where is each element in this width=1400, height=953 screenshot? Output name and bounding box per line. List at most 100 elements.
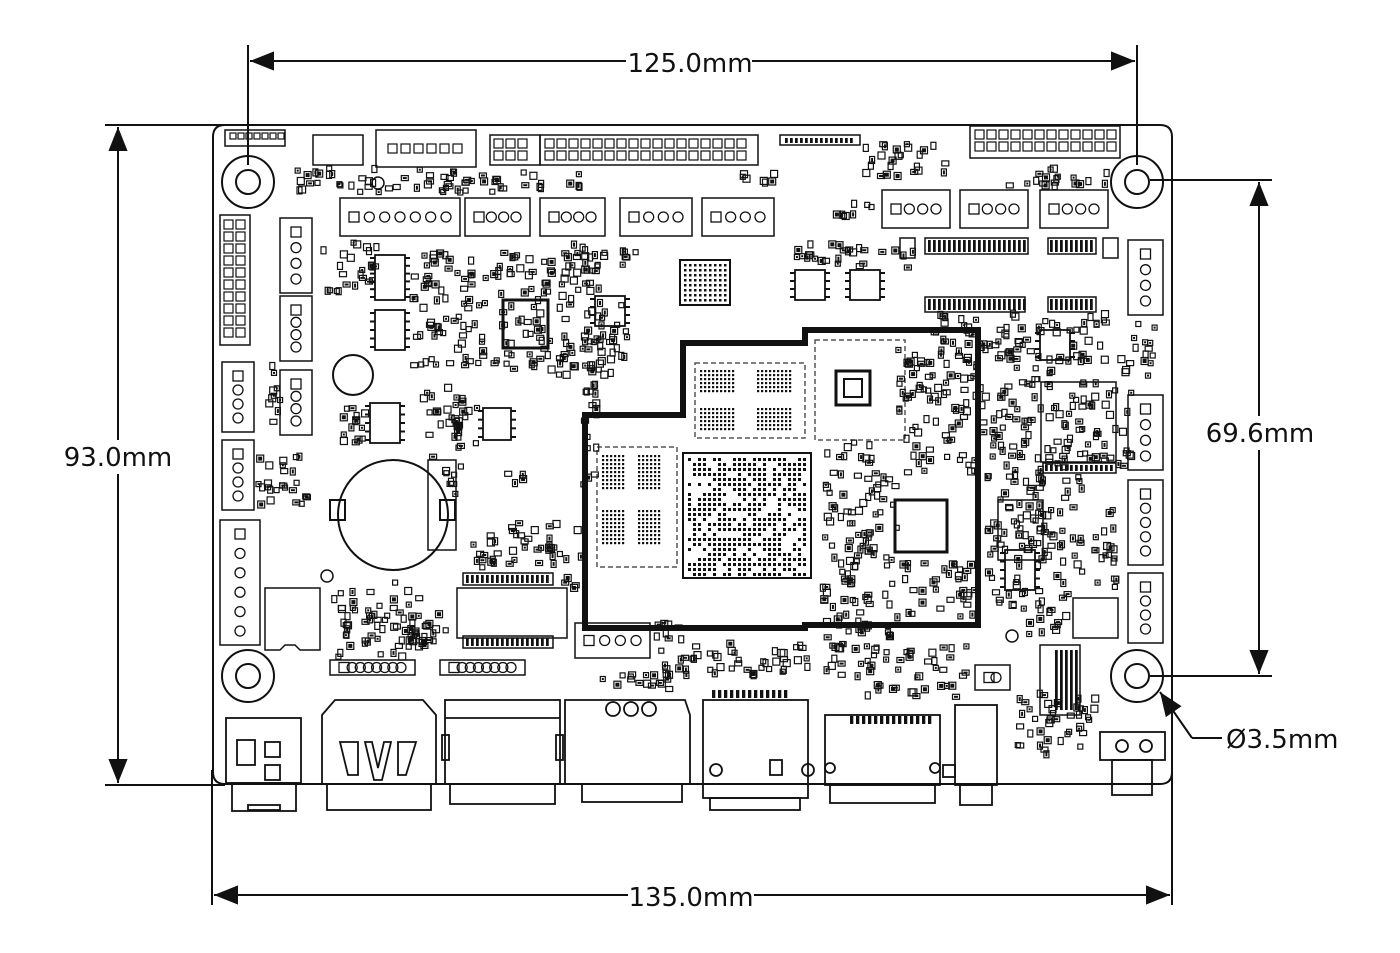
ram-ball xyxy=(728,408,731,411)
smd-pad xyxy=(481,349,486,354)
ram-ball xyxy=(785,382,788,385)
smd-part xyxy=(943,437,952,444)
header-pin xyxy=(652,138,663,149)
header-pin-grid xyxy=(223,129,1117,338)
ram-ball xyxy=(761,374,764,377)
smd-part xyxy=(457,463,464,470)
ram-ball xyxy=(622,534,625,537)
soc-ball xyxy=(698,473,701,476)
smd-part xyxy=(995,596,1004,603)
ram-ball xyxy=(708,412,711,415)
ram-ball xyxy=(761,412,764,415)
ram-ball xyxy=(606,514,609,517)
smd-pad xyxy=(431,455,436,458)
smd-part xyxy=(845,628,852,635)
smd-part xyxy=(928,648,937,657)
ram-ball xyxy=(622,463,625,466)
smd-part xyxy=(1076,539,1085,546)
ram-ball xyxy=(658,471,661,474)
smd-part xyxy=(851,644,860,654)
soc-ball xyxy=(773,573,776,576)
smd-part xyxy=(405,636,414,645)
soc-ball xyxy=(788,473,791,476)
fpc-pin xyxy=(1065,240,1068,252)
smd-part xyxy=(467,269,476,278)
smd-pad xyxy=(795,256,798,258)
smd-pad xyxy=(455,420,458,422)
soc-ball xyxy=(703,558,706,561)
smd-pad xyxy=(867,531,872,534)
smd-pad xyxy=(895,174,900,178)
smd-part xyxy=(1081,318,1088,328)
smd-part xyxy=(1076,478,1083,485)
smd-part xyxy=(451,432,458,441)
smd-part xyxy=(454,428,463,437)
bga-ball xyxy=(694,269,697,272)
smd-pad xyxy=(905,394,910,399)
pin xyxy=(354,661,366,674)
smd-part xyxy=(306,180,315,187)
smd-part xyxy=(1083,355,1092,364)
soc-ball xyxy=(713,533,716,536)
smd-pad xyxy=(914,444,919,449)
smd-pad xyxy=(532,306,535,308)
ram-ball xyxy=(761,378,764,381)
smd-part xyxy=(339,250,348,259)
bga-ball xyxy=(684,299,687,302)
ram-ball xyxy=(638,471,641,474)
soc-ball xyxy=(798,523,801,526)
smd-pad xyxy=(1038,616,1043,621)
soc-ball xyxy=(718,478,721,481)
smd-part xyxy=(444,383,453,392)
soc-ball xyxy=(773,483,776,486)
smd-pad xyxy=(530,288,533,290)
soc-ball xyxy=(718,548,721,551)
smd-pad xyxy=(1037,355,1040,359)
soc-ball xyxy=(803,573,806,576)
smd-part xyxy=(683,670,690,680)
smd-pad xyxy=(1016,557,1021,561)
ram-ball xyxy=(769,412,772,415)
ram-ball xyxy=(606,487,609,490)
soc-ball xyxy=(758,493,761,496)
smd-part xyxy=(850,561,859,571)
smd-pad xyxy=(571,364,576,369)
pin xyxy=(1139,623,1152,635)
smd-part xyxy=(598,314,606,321)
soc-ball xyxy=(753,468,756,471)
smd-pad xyxy=(1112,526,1115,531)
smd-pad xyxy=(482,554,487,556)
smd-part xyxy=(374,635,381,642)
smd-pad xyxy=(1018,452,1021,456)
smd-part xyxy=(298,500,305,507)
smd-part xyxy=(968,331,977,338)
smd-part xyxy=(622,328,630,335)
smd-part xyxy=(958,404,965,413)
soc-ball xyxy=(773,473,776,476)
ram-ball xyxy=(700,382,703,385)
smd-pad xyxy=(482,179,487,184)
smd-pad xyxy=(1042,531,1047,534)
smd-pad xyxy=(1022,426,1027,429)
smd-part xyxy=(1078,568,1086,575)
smd-pad xyxy=(1052,625,1057,628)
soc-ball xyxy=(788,488,791,491)
soc-ball xyxy=(778,503,781,506)
ram-ball xyxy=(618,455,621,458)
smd-pad xyxy=(874,513,877,516)
pin-connector xyxy=(339,197,461,237)
smd-part xyxy=(346,641,355,651)
smd-pad xyxy=(1147,374,1149,377)
ram-ball xyxy=(765,378,768,381)
pin xyxy=(489,661,501,674)
smd-part xyxy=(481,300,488,307)
fpc-pin xyxy=(521,575,524,583)
smd-pad xyxy=(843,580,848,583)
soc-ball xyxy=(798,538,801,541)
soc-ball xyxy=(748,528,751,531)
soc-ball xyxy=(748,513,751,516)
bga-ball xyxy=(724,284,727,287)
smd-pad xyxy=(473,322,476,327)
smd-part xyxy=(829,469,838,476)
